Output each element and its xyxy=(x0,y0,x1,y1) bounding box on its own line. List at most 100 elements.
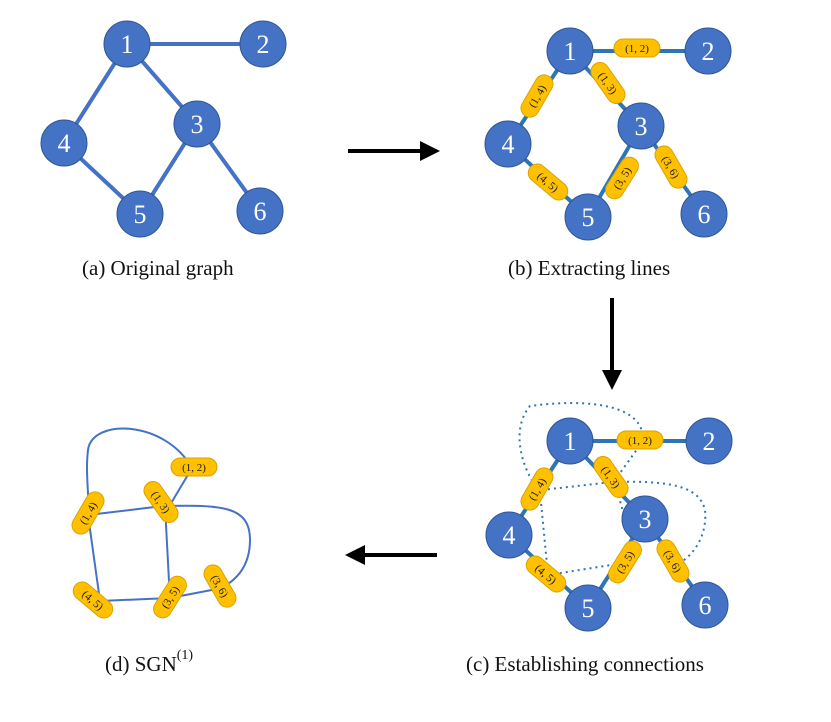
node-label-6-b: 6 xyxy=(698,200,711,229)
node-5-b: 5 xyxy=(564,193,612,241)
node-label-3-b: 3 xyxy=(635,112,648,141)
node-circle-5-a xyxy=(116,190,164,238)
edge-pill-shape-1-2-b xyxy=(613,38,661,58)
node-circle-4-a xyxy=(40,119,88,167)
caption-establishing-connections: (c) Establishing connections xyxy=(466,652,704,676)
node-6-a: 6 xyxy=(236,187,284,235)
node-label-6-a: 6 xyxy=(254,197,267,226)
edge-pill-shape-1-2-c xyxy=(616,430,664,450)
edge-pill-1-3-b: (1, 3) xyxy=(590,62,626,104)
caption-original-graph: (a) Original graph xyxy=(82,256,234,280)
node-label-4-b: 4 xyxy=(502,130,515,159)
edge-pill-1-3-c: (1, 3) xyxy=(593,456,629,498)
node-3-b: 3 xyxy=(617,102,665,150)
edge-pill-shape-4-5-c xyxy=(525,555,567,593)
edge-pill-3-6-d: (3, 6) xyxy=(203,564,237,608)
node-2-a: 2 xyxy=(239,20,287,68)
edge-pill-shape-1-3-c xyxy=(593,456,629,498)
node-circle-2-a xyxy=(239,20,287,68)
node-4-b: 4 xyxy=(484,120,532,168)
node-label-4-c: 4 xyxy=(503,521,516,550)
edge-pill-1-2-c: (1, 2) xyxy=(616,430,664,450)
edge-pill-shape-1-4-b xyxy=(520,74,554,118)
node-circle-6-a xyxy=(236,187,284,235)
node-5-c: 5 xyxy=(564,584,612,632)
node-label-1-a: 1 xyxy=(121,30,134,59)
edge-pill-3-6-c: (3, 6) xyxy=(656,539,690,583)
edge-pill-label-1-2-b: (1, 2) xyxy=(625,43,649,55)
node-2-b: 2 xyxy=(684,27,732,75)
edge-pill-shape-4-5-b xyxy=(527,163,569,201)
panel-extracting-lines: 1 2 3 4 5 6 (1, 2) (1, 4) (1, 3) (4, 5) (3, 5) (3,… xyxy=(484,27,732,241)
edge-pill-shape-1-3-d xyxy=(143,481,179,523)
edge-pill-shape-1-4-c xyxy=(520,467,554,511)
node-5-a: 5 xyxy=(116,190,164,238)
edge-pill-label-1-2-c: (1, 2) xyxy=(628,435,652,447)
node-circle-3-b xyxy=(617,102,665,150)
edge-pill-3-6-b: (3, 6) xyxy=(654,145,688,189)
edge-pill-1-4-b: (1, 4) xyxy=(520,74,554,118)
panel-sgn: (1, 2)(1, 4)(1, 3)(4, 5)(3, 5)(3, 6) xyxy=(71,427,252,619)
edge-pill-shape-3-6-d xyxy=(203,564,237,608)
node-circle-1-b xyxy=(546,27,594,75)
node-label-4-a: 4 xyxy=(58,129,71,158)
node-2-c: 2 xyxy=(685,417,733,465)
edge-pill-shape-3-5-d xyxy=(153,575,187,619)
edge-pill-shape-1-4-d xyxy=(71,491,105,535)
node-label-2-a: 2 xyxy=(257,30,270,59)
node-1-a: 1 xyxy=(103,20,151,68)
edge-pill-shape-3-5-c xyxy=(608,540,642,584)
edge-pill-3-5-d: (3, 5) xyxy=(153,575,187,619)
node-circle-6-b xyxy=(680,190,728,238)
edge-pill-shape-1-3-b xyxy=(590,62,626,104)
node-label-5-b: 5 xyxy=(582,203,595,232)
edge-pill-shape-3-6-b xyxy=(654,145,688,189)
dotted-connection-12-13 xyxy=(614,440,644,481)
dotted-connection-45-35 xyxy=(547,561,631,576)
node-1-c: 1 xyxy=(546,417,594,465)
panel-original-graph: 1 2 3 4 5 6 xyxy=(40,20,287,238)
caption-sgn-superscript: (1) xyxy=(176,648,194,663)
node-label-1-b: 1 xyxy=(564,37,577,66)
edge-pill-1-2-d: (1, 2) xyxy=(170,457,218,477)
edge-pill-1-2-b: (1, 2) xyxy=(613,38,661,58)
caption-sgn-main: (d) SGN xyxy=(105,652,177,676)
node-circle-5-b xyxy=(564,193,612,241)
dotted-connection-14-45 xyxy=(539,491,549,576)
node-label-6-c: 6 xyxy=(699,591,712,620)
edge-pill-shape-3-6-c xyxy=(656,539,690,583)
node-circle-5-c xyxy=(564,584,612,632)
node-1-b: 1 xyxy=(546,27,594,75)
node-circle-2-c xyxy=(685,417,733,465)
caption-sgn: (d) SGN(1) xyxy=(105,648,193,677)
node-label-5-a: 5 xyxy=(134,200,147,229)
node-6-c: 6 xyxy=(681,581,729,629)
node-circle-3-a xyxy=(173,100,221,148)
node-circle-4-c xyxy=(485,511,533,559)
edge-pill-shape-3-5-b xyxy=(605,156,639,200)
edge-pill-3-5-c: (3, 5) xyxy=(608,540,642,584)
node-label-3-a: 3 xyxy=(191,110,204,139)
edge-pill-shape-1-2-d xyxy=(170,457,218,477)
node-6-b: 6 xyxy=(680,190,728,238)
node-label-2-c: 2 xyxy=(703,427,716,456)
edge-pill-shape-4-5-d xyxy=(72,581,114,619)
node-circle-6-c xyxy=(681,581,729,629)
edge-pill-1-3-d: (1, 3) xyxy=(143,481,179,523)
node-circle-1-c xyxy=(546,417,594,465)
dotted-connection-13-36 xyxy=(614,480,707,567)
caption-extracting-lines: (b) Extracting lines xyxy=(508,256,671,280)
edge-pill-3-5-b: (3, 5) xyxy=(605,156,639,200)
dotted-connection-14-13 xyxy=(541,481,613,491)
edge-pill-4-5-b: (4, 5) xyxy=(527,163,569,201)
node-circle-1-a xyxy=(103,20,151,68)
node-3-c: 3 xyxy=(621,495,669,543)
node-circle-3-c xyxy=(621,495,669,543)
node-label-5-c: 5 xyxy=(582,594,595,623)
node-label-1-c: 1 xyxy=(564,427,577,456)
edge-pill-label-1-2-d: (1, 2) xyxy=(182,462,206,474)
sgn-connection-14-13 xyxy=(87,505,164,516)
node-4-c: 4 xyxy=(485,511,533,559)
node-circle-2-b xyxy=(684,27,732,75)
